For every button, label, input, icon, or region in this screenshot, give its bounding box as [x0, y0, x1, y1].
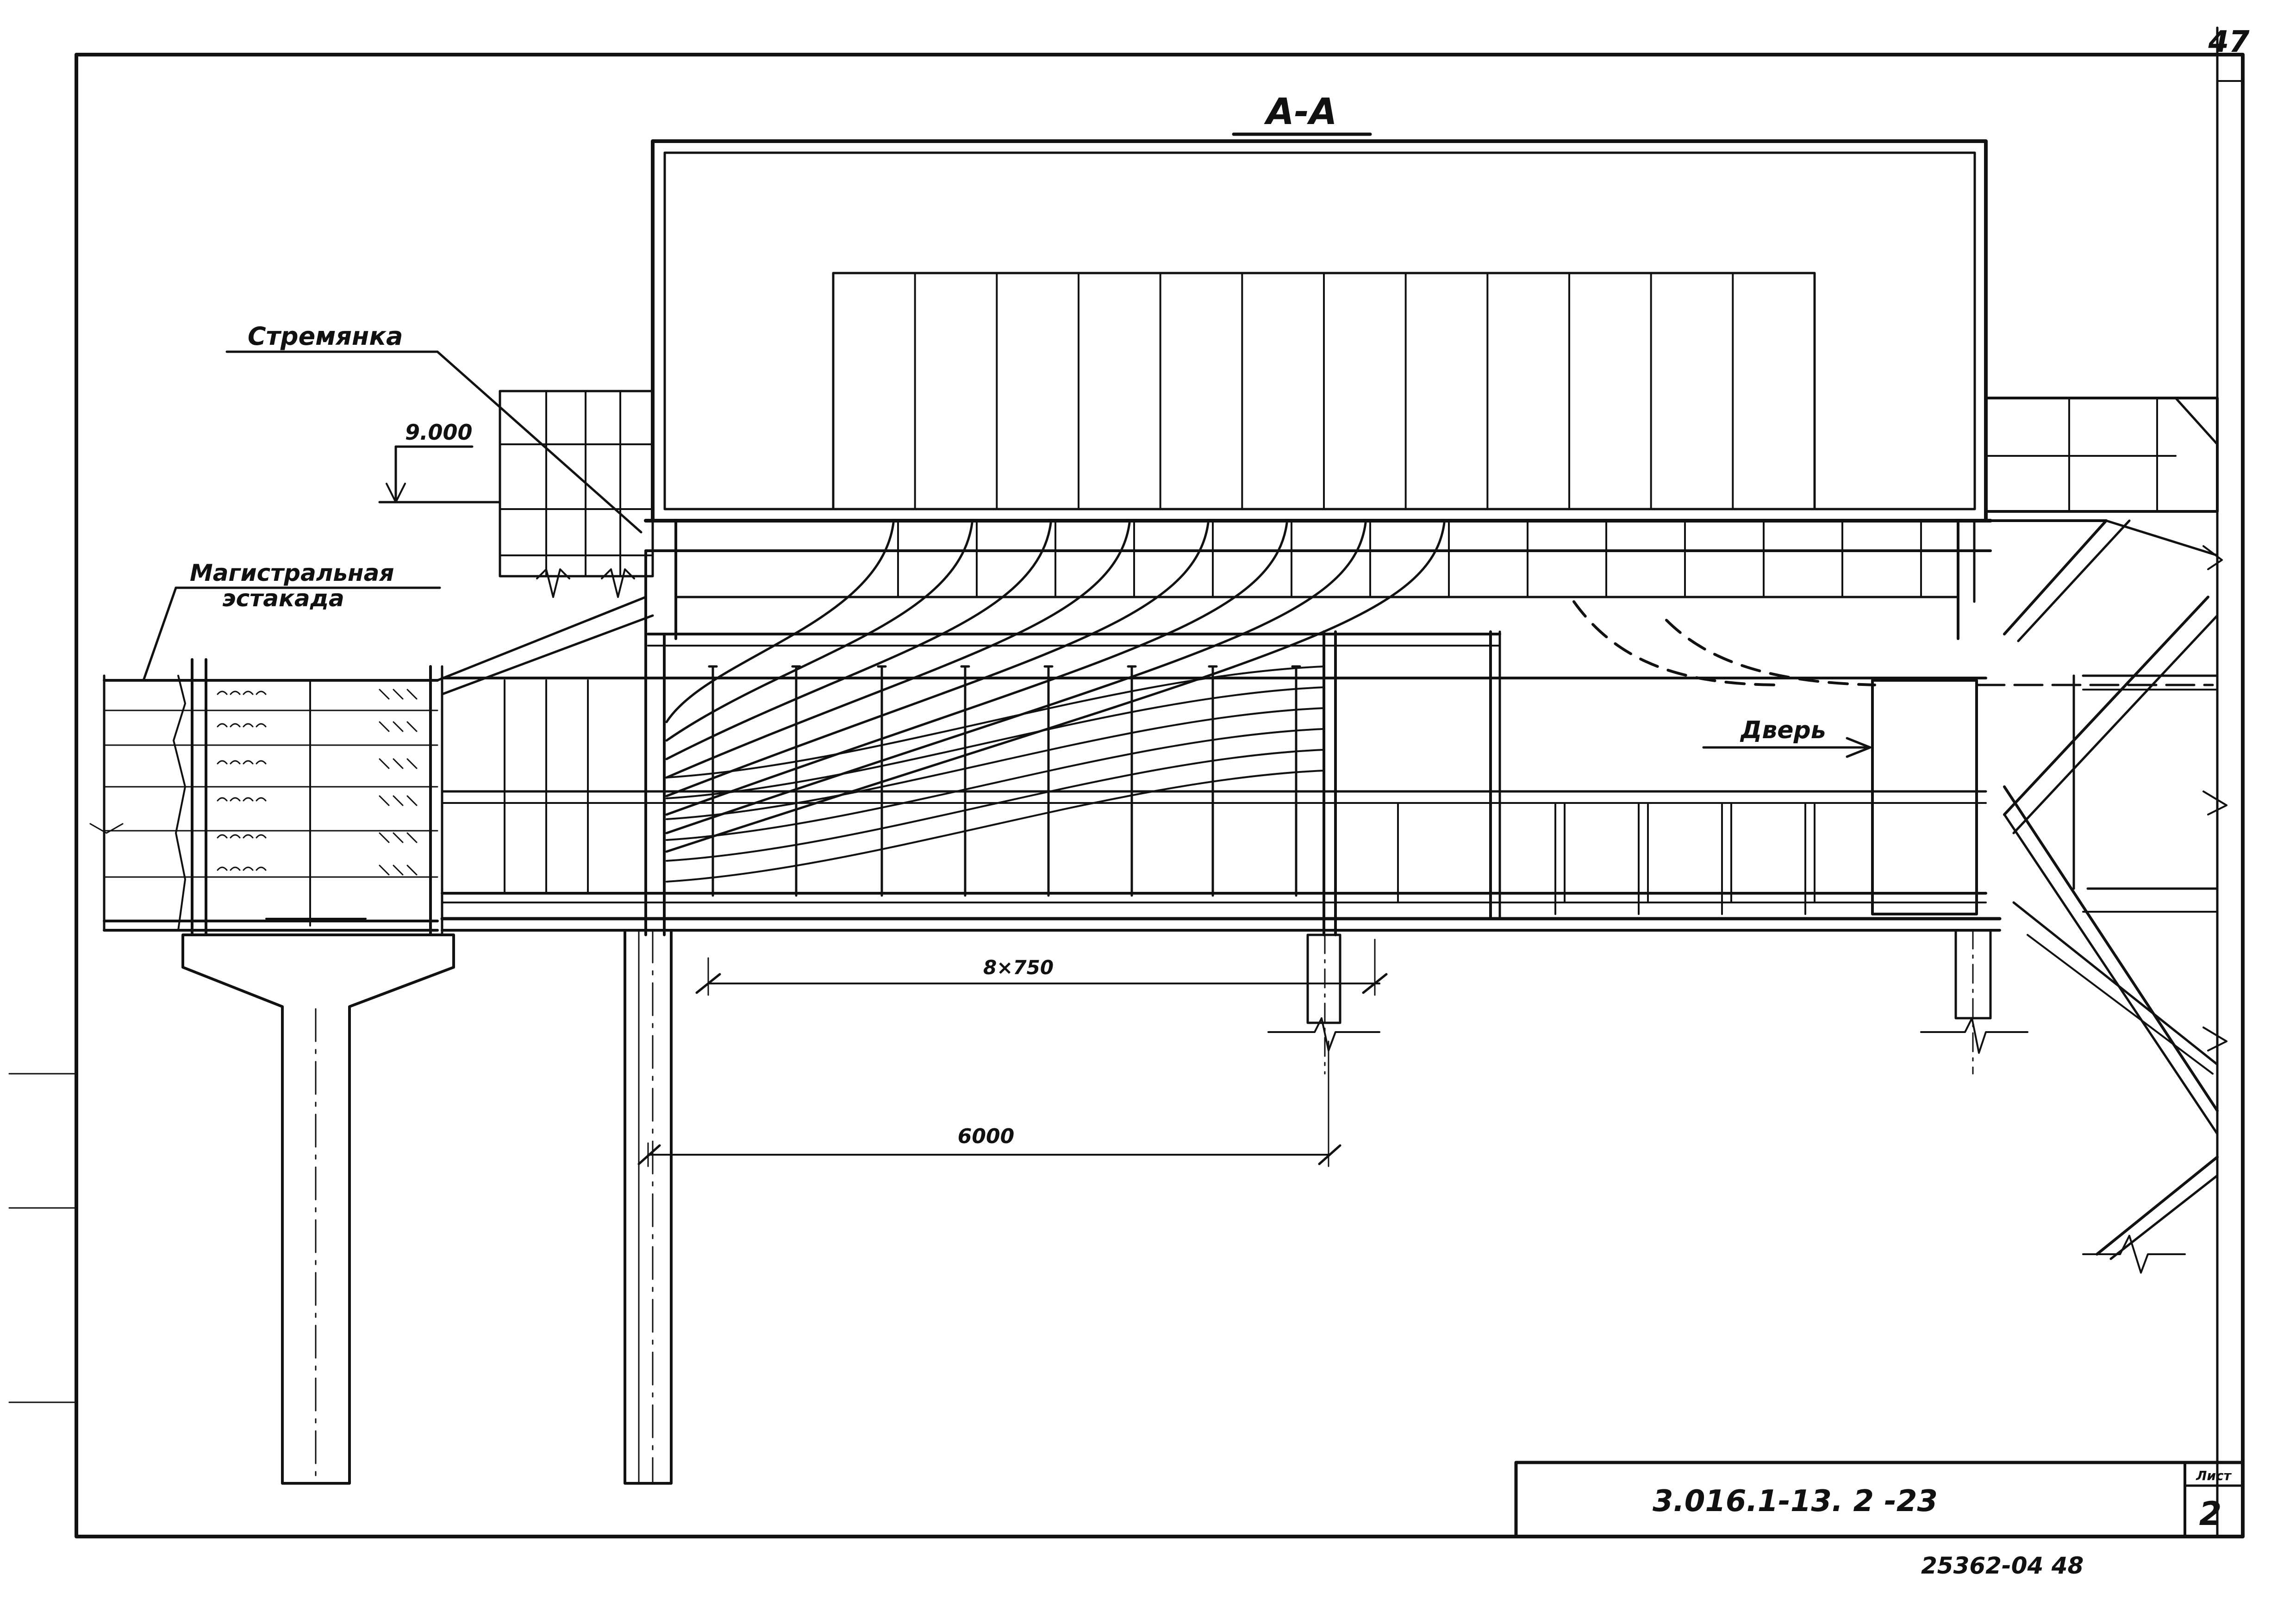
cable-support — [256, 760, 267, 765]
cable-curve — [666, 666, 1325, 778]
sheet-number: 2 — [2199, 1495, 2222, 1533]
cable-curve — [666, 749, 1325, 862]
upper-gallery — [651, 139, 1988, 523]
cable-support — [230, 760, 241, 765]
cable-support — [243, 723, 254, 728]
cable-curve — [666, 728, 1325, 841]
wall-panels — [1499, 802, 1987, 915]
cable-support — [217, 691, 228, 695]
cable-curve — [666, 686, 1325, 799]
cable-support — [393, 721, 404, 732]
cable-support — [406, 721, 418, 732]
cable-curve — [666, 707, 1325, 820]
dimension-spacing-label: 8×750 — [983, 956, 1054, 979]
gallery-panels — [914, 272, 1734, 510]
door-label: Дверь — [1740, 716, 1826, 744]
cable-support — [379, 758, 390, 769]
cable-support — [379, 832, 390, 843]
cable-support — [217, 866, 228, 871]
document-code: 3.016.1-13. 2 -23 — [1653, 1484, 1938, 1518]
cable-support — [243, 866, 254, 871]
cable-support — [230, 834, 241, 839]
cable-support — [243, 760, 254, 765]
cable-curve — [666, 770, 1325, 883]
cable-support — [256, 866, 267, 871]
cable-curve — [665, 522, 1288, 816]
main-trestle — [89, 658, 443, 936]
section-title-group: А-А — [1232, 91, 1372, 136]
cable-support — [393, 865, 404, 876]
cable-curve — [665, 522, 973, 742]
elevation-mark: 9.000 — [378, 420, 501, 504]
cable-support — [406, 689, 418, 700]
archive-number: 25362-04 48 — [1921, 1552, 2084, 1579]
cable-support — [393, 689, 404, 700]
cable-support — [230, 691, 241, 695]
cable-support — [379, 865, 390, 876]
ladder-label: Стремянка — [248, 322, 403, 351]
cable-support — [217, 797, 228, 802]
dimension-spacing: 8×750 — [695, 939, 1388, 996]
dimension-span: 6000 — [637, 1040, 1341, 1167]
cable-curves — [665, 522, 1446, 883]
cable-support — [217, 760, 228, 765]
cable-support — [379, 689, 390, 700]
corner-sheet-number: 47 — [2208, 25, 2250, 59]
cable-support — [256, 834, 267, 839]
cable-support — [379, 721, 390, 732]
cable-curve — [665, 522, 1131, 779]
gallery-posts — [504, 665, 1816, 903]
cable-supports — [217, 689, 418, 876]
right-section: Дверь — [1499, 600, 2214, 915]
cable-support — [256, 723, 267, 728]
trestle-label-line1: Магистральная — [190, 560, 394, 586]
cable-support — [379, 795, 390, 806]
cable-support — [393, 795, 404, 806]
ladder-callout: Стремянка — [225, 322, 643, 534]
cable-support — [217, 723, 228, 728]
right-tower — [1984, 397, 2227, 1274]
elevation-label: 9.000 — [405, 420, 473, 445]
cable-curve — [665, 522, 1052, 760]
cable-support — [406, 832, 418, 843]
cable-support — [243, 797, 254, 802]
trestle-label-line2: эстакада — [222, 585, 344, 612]
left-landing — [499, 390, 654, 598]
cable-support — [217, 834, 228, 839]
cable-curve — [665, 522, 1210, 797]
cable-support — [406, 795, 418, 806]
cable-support — [256, 797, 267, 802]
cable-support — [230, 866, 241, 871]
cable-support — [243, 834, 254, 839]
middle-column-stub — [1267, 933, 1380, 1075]
sheet-label: Лист — [2196, 1468, 2232, 1483]
cable-support — [393, 758, 404, 769]
section-title: А-А — [1263, 91, 1337, 133]
cable-support — [230, 797, 241, 802]
cable-support — [243, 691, 254, 695]
connecting-truss — [436, 596, 654, 696]
main-column — [624, 929, 673, 1485]
dimension-span-label: 6000 — [958, 1125, 1014, 1148]
trestle-callout: Магистральная эстакада — [142, 560, 441, 682]
sheet-frame — [8, 26, 2245, 1538]
middle-gallery — [440, 522, 2002, 936]
cable-support — [230, 723, 241, 728]
cable-support — [406, 865, 418, 876]
cable-curve — [665, 522, 895, 723]
upper-beam — [644, 519, 1992, 640]
cable-support — [406, 758, 418, 769]
right-column-stub — [1920, 929, 2028, 1075]
trestle-pier — [181, 933, 455, 1485]
cable-curve — [665, 522, 1446, 853]
beam-posts — [897, 520, 1922, 598]
title-block: 3.016.1-13. 2 -23 Лист 2 — [1514, 1461, 2245, 1538]
cable-support — [256, 691, 267, 695]
cable-curve — [665, 522, 1367, 834]
cable-support — [393, 832, 404, 843]
